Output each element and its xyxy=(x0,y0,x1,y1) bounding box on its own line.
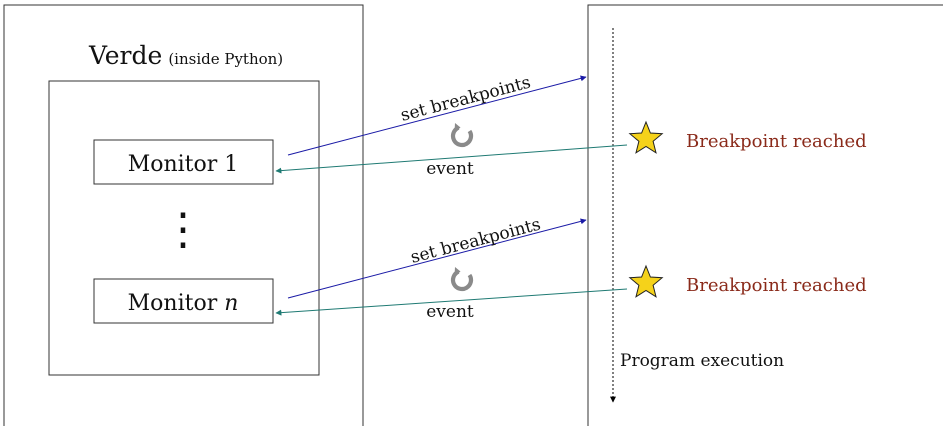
python-process-frame xyxy=(3,4,364,426)
monitor-n-label: Monitor n xyxy=(128,291,239,316)
event-arrow-2 xyxy=(275,288,628,316)
refresh-icon xyxy=(450,267,474,292)
breakpoint-reached-2: Breakpoint reached xyxy=(686,275,867,296)
event-arrow-1 xyxy=(275,144,628,174)
monitor-1-box xyxy=(93,139,274,185)
refresh-icon xyxy=(450,123,474,148)
breakpoint-reached-1: Breakpoint reached xyxy=(686,131,867,152)
monitor-n-box xyxy=(93,278,274,324)
set-breakpoints-arrow-2 xyxy=(287,218,587,299)
star-icon xyxy=(628,120,664,154)
event-label-2: event xyxy=(426,302,474,322)
verde-title: Verde(inside Python) xyxy=(88,41,283,70)
set-breakpoints-arrow-1 xyxy=(287,75,587,156)
event-label-1: event xyxy=(426,159,474,179)
set-breakpoints-label-1: set breakpoints xyxy=(399,73,533,126)
execution-label: Program execution xyxy=(620,351,784,371)
monitor-1-label: Monitor 1 xyxy=(128,152,239,177)
set-breakpoints-label-2: set breakpoints xyxy=(409,215,543,268)
verde-box xyxy=(48,80,320,376)
program-frame xyxy=(587,4,943,426)
star-icon xyxy=(628,264,664,298)
monitor-ellipsis: ⋮ xyxy=(161,204,205,255)
